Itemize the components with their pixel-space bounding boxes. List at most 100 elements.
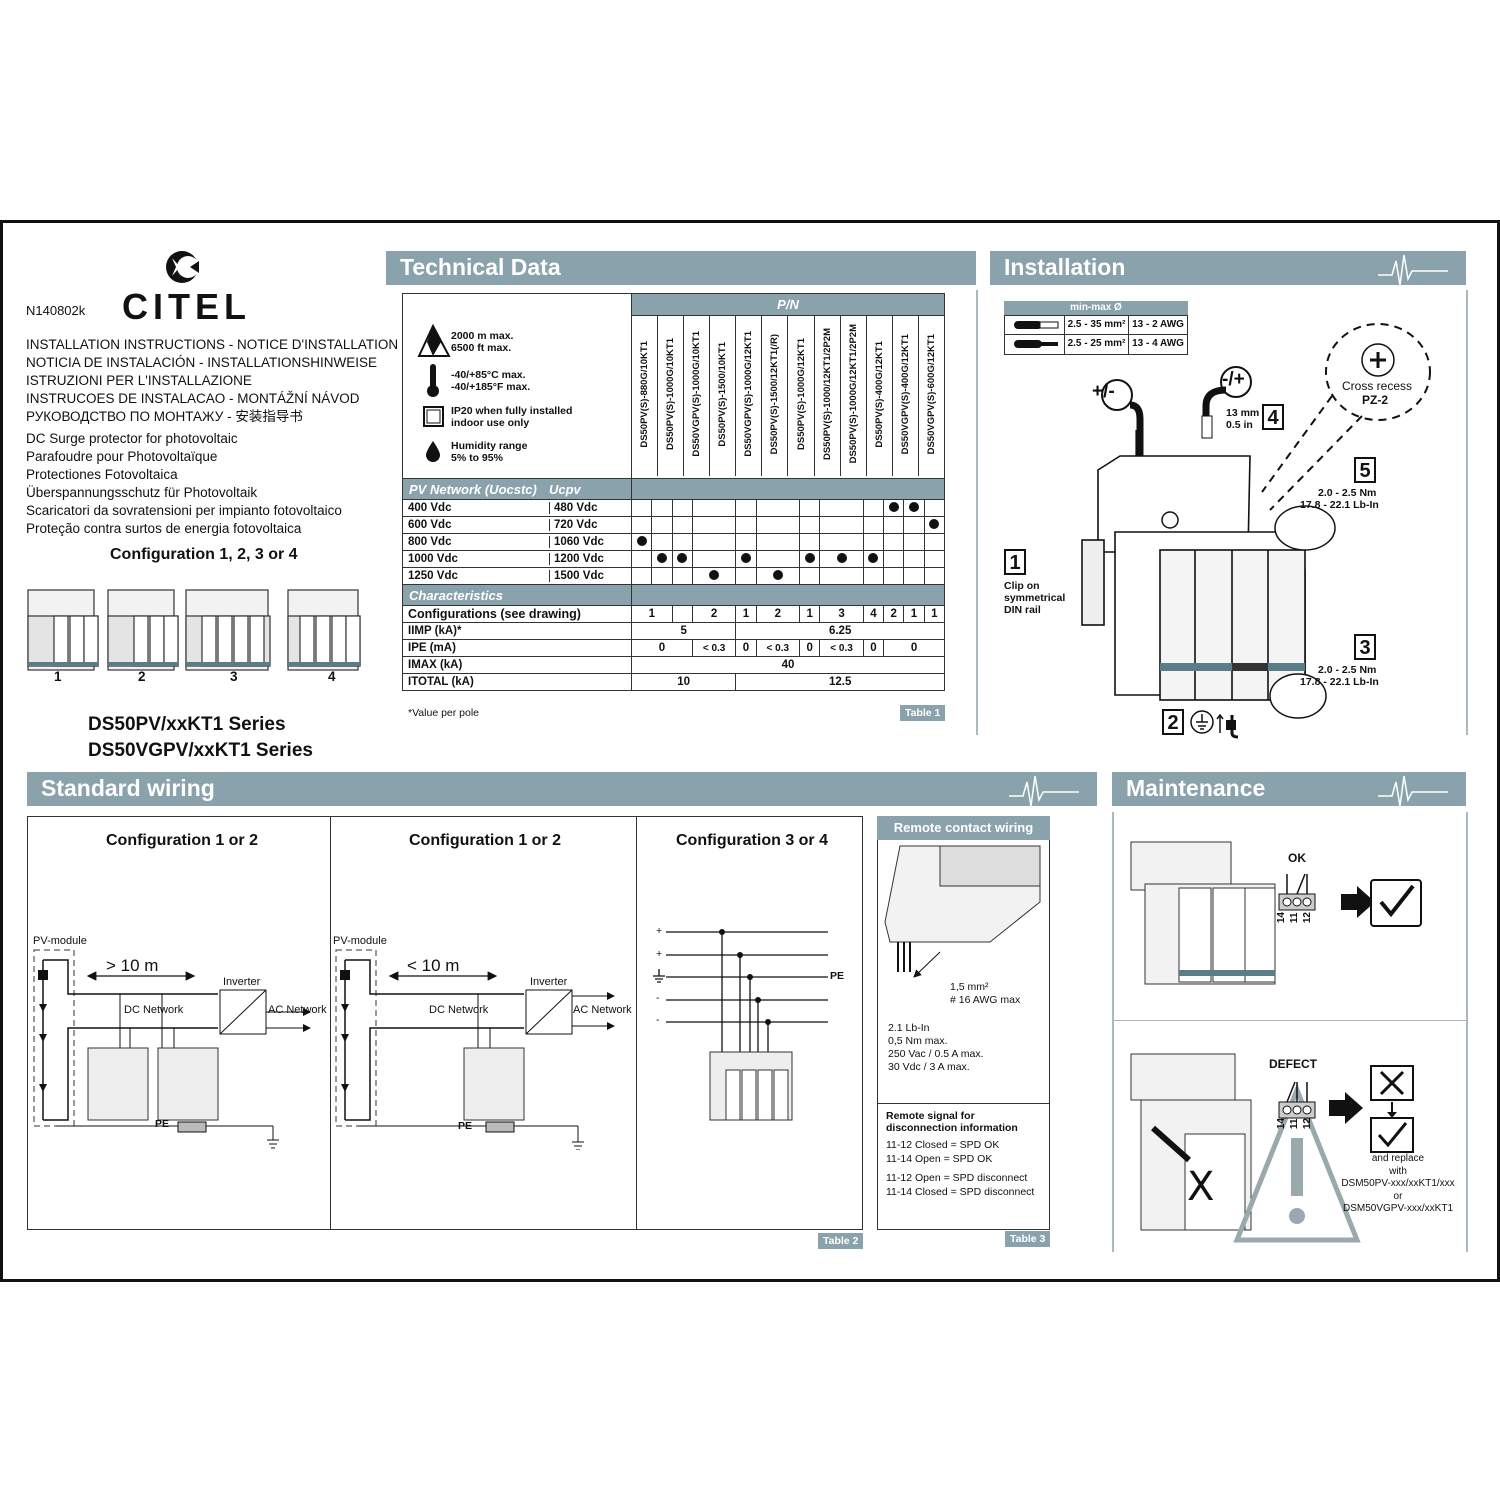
wiring-diagram-2 [335,949,615,1150]
ipe-value: 0 [883,639,945,657]
imax-value: 40 [631,656,945,674]
compatibility-cell [903,499,925,517]
ip20-box-icon [423,406,444,427]
ucpv-voltage: 1060 Vdc [549,536,604,548]
strip-length: 13 mm [1226,407,1260,419]
replace-line: with [1389,1165,1407,1177]
wire-icon [1013,321,1058,329]
ipe-value: < 0.3 [755,639,801,657]
compatibility-cell [799,533,821,551]
wave-icon [1009,775,1079,806]
network-voltage: 1250 Vdc [408,570,458,582]
compatibility-cell [923,550,946,568]
series-name: DS50PV/xxKT1 Series [88,714,286,735]
wire-icon [1013,340,1058,348]
ipe-label: IPE (mA) [402,639,632,657]
compatibility-dot [929,518,940,529]
remote-signal-line: 11-14 Closed = SPD disconnect [886,1186,1035,1198]
compatibility-cell [691,567,737,585]
compatibility-cell [883,499,905,517]
compatibility-cell [735,533,757,551]
compatibility-cell [799,567,821,585]
compatibility-dot [740,552,751,563]
ucpv-voltage: 1200 Vdc [549,553,604,565]
compatibility-cell [923,516,946,534]
compatibility-dot [836,552,847,563]
pv-module-label: PV-module [333,935,387,947]
config-value: 1 [631,605,673,623]
compatibility-cell [755,499,801,517]
description-list: DC Surge protector for photovoltaic Para… [26,430,342,538]
temperature-line: -40/+185°F max. [451,381,531,393]
replace-text: and replace with DSM50PV-xxx/xxKT1/xxx o… [1330,1153,1466,1216]
table-tag: Table 1 [900,705,946,721]
model-name: DS50PV(S)-1500/10KT1 [717,341,729,447]
terminal-labels: 14 11 12 [1276,1118,1313,1129]
remote-wire-size: 1,5 mm² [950,981,989,993]
section-title: Installation [1004,254,1126,280]
step-number: 1 [1004,549,1026,575]
remote-wire-awg: # 16 AWG max [950,994,1021,1006]
pe-label: PE [830,970,845,982]
wire2-mm: 2.5 - 25 mm² [1065,335,1129,354]
compatibility-cell [923,533,946,551]
config-value: 2 [883,605,905,623]
torque-nm: 2.0 - 2.5 Nm [1318,487,1377,499]
pv-network-header: PV Network (Uocstc) [409,481,537,497]
voltage-row: 400 Vdc 480 Vdc [402,499,946,517]
compatibility-cell [862,567,885,585]
compatibility-dot [656,552,667,563]
compatibility-cell [630,499,653,517]
minus-label: - [656,1014,660,1026]
compatibility-cell [819,567,864,585]
description-line: Proteção contra surtos de energia fotovo… [26,521,302,536]
compatibility-cell [755,516,801,534]
instructions-line: INSTRUCOES DE INSTALACAO - MONTÁŽNÍ NÁVO… [26,391,360,406]
model-name: DS50VGPV(S)-600G/12KT1 [925,333,937,455]
ucpv-voltage: 480 Vdc [549,502,597,514]
wiring-config-title: Configuration 1 or 2 [106,832,258,849]
wiring-config-title: Configuration 1 or 2 [409,832,561,849]
inverter-label: Inverter [530,976,568,988]
model-name: DS50VGPV(S)-400G/12KT1 [899,333,911,455]
model-name: DS50PV(S)-880G/10KT1 [639,340,651,448]
compatibility-dot [709,569,720,580]
ipe-value: 0 [631,639,693,657]
compatibility-cell [862,499,885,517]
imax-label: IMAX (kA) [402,656,632,674]
altitude-line: 2000 m max. [451,330,514,342]
compatibility-cell [735,567,757,585]
distance-label: > 10 m [106,956,159,975]
torque-lbin: 17.8 - 22.1 Lb-In [1300,676,1379,688]
wiring-diagram-3 [666,929,828,1121]
document-code: N140802k [26,303,86,318]
remote-specs: 2.1 Lb-In 0,5 Nm max. 250 Vac / 0.5 A ma… [888,1022,984,1074]
remote-signal-title: Remote signal for [886,1110,975,1122]
model-column: DS50PV(S)-880G/10KT1 [632,316,657,476]
model-column: DS50PV(S)-400G/12KT1 [865,316,892,476]
network-voltage: 800 Vdc [408,536,452,548]
network-voltage: 400 Vdc [408,502,452,514]
citel-logo-mark [166,251,199,283]
terminal-label: 12 [1302,1118,1313,1130]
check-icon [1377,1122,1408,1148]
compatibility-cell [651,550,673,568]
model-name: DS50VGPV(S)-1000G/10KT1 [691,331,703,457]
altitude-line: 6500 ft max. [451,342,512,354]
replace-line: and replace [1371,1153,1425,1164]
remote-spec-line: 30 Vdc / 3 A max. [888,1061,970,1073]
installation-drawing [1081,323,1431,730]
compatibility-cell [903,533,925,551]
maintenance-ok-drawing [1130,841,1422,985]
config-value: 3 [819,605,864,623]
compatibility-cell [755,533,801,551]
compatibility-cell [691,516,737,534]
compatibility-cell [651,499,673,517]
terminal-labels: 14 11 12 [1276,912,1313,923]
wave-icon [1378,254,1448,285]
humidity-line: Humidity range [451,440,528,452]
maintenance-header: Maintenance [1112,772,1466,806]
screw-head-icon [1361,343,1395,377]
config-value: 4 [862,605,885,623]
